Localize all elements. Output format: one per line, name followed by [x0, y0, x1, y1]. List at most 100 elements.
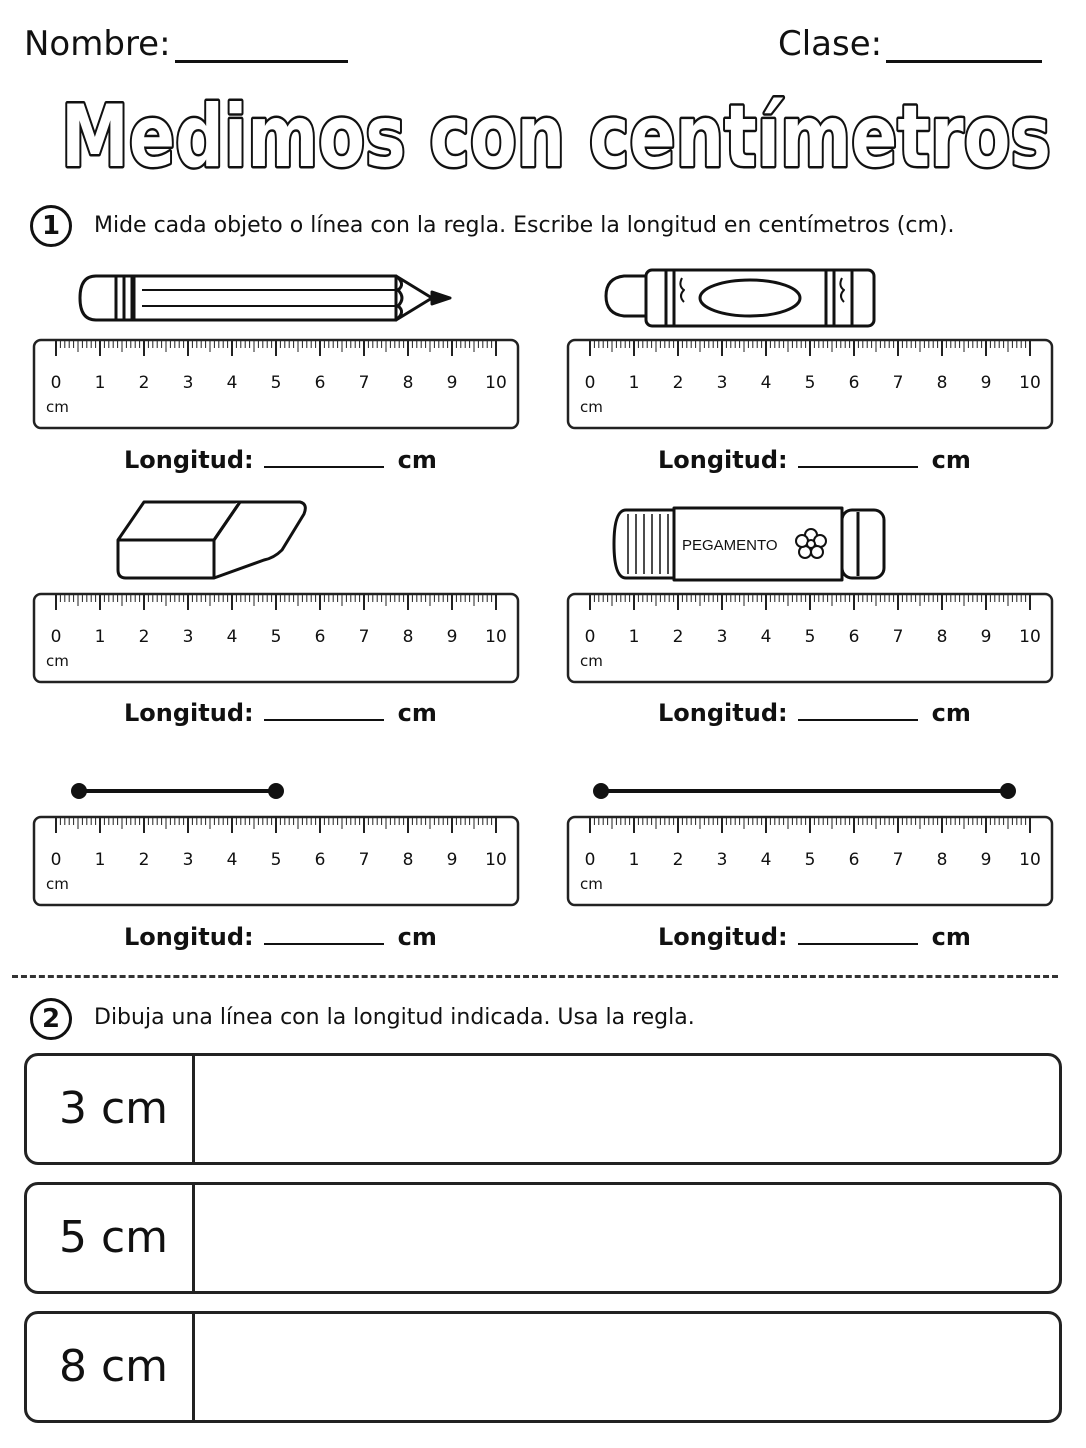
ruler-tick-label: 8: [403, 373, 414, 393]
answer-row: Longitud: cm: [124, 446, 437, 474]
answer-row: Longitud:cm: [658, 446, 971, 474]
ruler-unit-label: cm: [46, 652, 69, 670]
ruler-tick-label: 5: [271, 373, 282, 393]
ruler-tick-label: 10: [1019, 627, 1041, 647]
ruler-tick-label: 4: [761, 373, 772, 393]
ruler-tick-label: 7: [359, 373, 370, 393]
eraser-icon: [116, 500, 307, 580]
ruler-tick-label: 5: [805, 850, 816, 870]
ruler-tick-label: 7: [359, 627, 370, 647]
ruler-tick-label: 6: [849, 373, 860, 393]
ruler-tick-label: 4: [761, 850, 772, 870]
ruler-tick-label: 3: [183, 627, 194, 647]
ruler-tick-label: 6: [315, 850, 326, 870]
ruler-tick-label: 7: [893, 850, 904, 870]
ruler-tick-label: 6: [315, 373, 326, 393]
answer-label: Longitud:: [658, 446, 788, 474]
name-label: Nombre:: [24, 24, 171, 64]
ruler-unit-label: cm: [46, 875, 69, 893]
draw-row[interactable]: 8 cm: [24, 1311, 1062, 1423]
ruler-tick-label: 4: [227, 373, 238, 393]
ruler-tick-label: 5: [271, 850, 282, 870]
ruler-tick-label: 3: [183, 850, 194, 870]
answer-label: Longitud:: [124, 923, 254, 951]
ruler-tick-label: 10: [485, 373, 507, 393]
answer-unit: cm: [931, 923, 971, 951]
answer-row: Longitud:cm: [658, 699, 971, 727]
line-segment-4cm: [71, 783, 284, 799]
section-1-instruction: Mide cada objeto o línea con la regla. E…: [94, 213, 955, 238]
ruler-tick-label: 5: [805, 627, 816, 647]
answer-field[interactable]: [263, 943, 384, 945]
draw-row-label: 3 cm: [27, 1056, 195, 1162]
ruler-tick-label: 1: [95, 850, 106, 870]
ruler-unit-label: cm: [580, 875, 603, 893]
ruler-tick-label: 0: [51, 627, 62, 647]
ruler-tick-label: 5: [805, 373, 816, 393]
line-segment-9cm: [593, 783, 1016, 799]
answer-label: Longitud:: [658, 699, 788, 727]
ruler-tick-label: 7: [359, 850, 370, 870]
ruler-tick-label: 4: [227, 627, 238, 647]
crayon-icon: [604, 268, 876, 328]
ruler-tick-label: 0: [585, 850, 596, 870]
answer-unit: cm: [397, 699, 437, 727]
answer-label: Longitud:: [124, 446, 254, 474]
answer-field[interactable]: [263, 466, 384, 468]
page-title: Medimos con centímetros: [59, 85, 1054, 190]
pencil-icon: [78, 274, 452, 322]
ruler-tick-label: 9: [981, 627, 992, 647]
name-field[interactable]: [175, 60, 348, 63]
draw-row-label: 5 cm: [27, 1185, 195, 1291]
ruler-tick-label: 1: [629, 373, 640, 393]
ruler-unit-label: cm: [580, 398, 603, 416]
ruler-tick-label: 5: [271, 627, 282, 647]
ruler-tick-label: 8: [937, 850, 948, 870]
draw-row[interactable]: 5 cm: [24, 1182, 1062, 1294]
ruler-tick-label: 9: [447, 627, 458, 647]
ruler-tick-label: 1: [95, 627, 106, 647]
ruler-tick-label: 0: [585, 627, 596, 647]
ruler-tick-label: 6: [849, 627, 860, 647]
ruler-unit-label: cm: [580, 652, 603, 670]
ruler-tick-label: 7: [893, 627, 904, 647]
ruler-tick-label: 1: [629, 850, 640, 870]
section-2-instruction: Dibuja una línea con la longitud indicad…: [94, 1005, 695, 1030]
ruler-tick-label: 0: [51, 373, 62, 393]
page-title-text: Medimos con centímetros: [61, 87, 1051, 187]
class-field[interactable]: [886, 60, 1042, 63]
ruler-tick-label: 2: [139, 850, 150, 870]
answer-field[interactable]: [797, 719, 918, 721]
draw-row-label: 8 cm: [27, 1314, 195, 1420]
class-label: Clase:: [778, 24, 883, 64]
ruler-tick-label: 1: [629, 627, 640, 647]
glue-stick-icon: PEGAMENTO: [612, 506, 886, 582]
answer-field[interactable]: [263, 719, 384, 721]
ruler-tick-label: 7: [893, 373, 904, 393]
ruler-tick-label: 3: [717, 850, 728, 870]
answer-row: Longitud:cm: [658, 923, 971, 951]
ruler-tick-label: 2: [139, 373, 150, 393]
ruler-tick-label: 8: [937, 373, 948, 393]
ruler-tick-label: 10: [485, 850, 507, 870]
ruler-tick-label: 0: [585, 373, 596, 393]
draw-row[interactable]: 3 cm: [24, 1053, 1062, 1165]
ruler-tick-label: 0: [51, 850, 62, 870]
answer-field[interactable]: [797, 466, 918, 468]
section-divider: [12, 975, 1058, 978]
answer-field[interactable]: [797, 943, 918, 945]
section-2-number: 2: [30, 998, 72, 1040]
ruler-tick-label: 2: [673, 850, 684, 870]
ruler-tick-label: 9: [981, 373, 992, 393]
answer-row: Longitud: cm: [124, 923, 437, 951]
ruler-tick-label: 8: [937, 627, 948, 647]
answer-row: Longitud:cm: [124, 699, 437, 727]
ruler-tick-label: 9: [447, 373, 458, 393]
answer-unit: cm: [397, 923, 437, 951]
answer-unit: cm: [397, 446, 437, 474]
ruler-tick-label: 8: [403, 627, 414, 647]
